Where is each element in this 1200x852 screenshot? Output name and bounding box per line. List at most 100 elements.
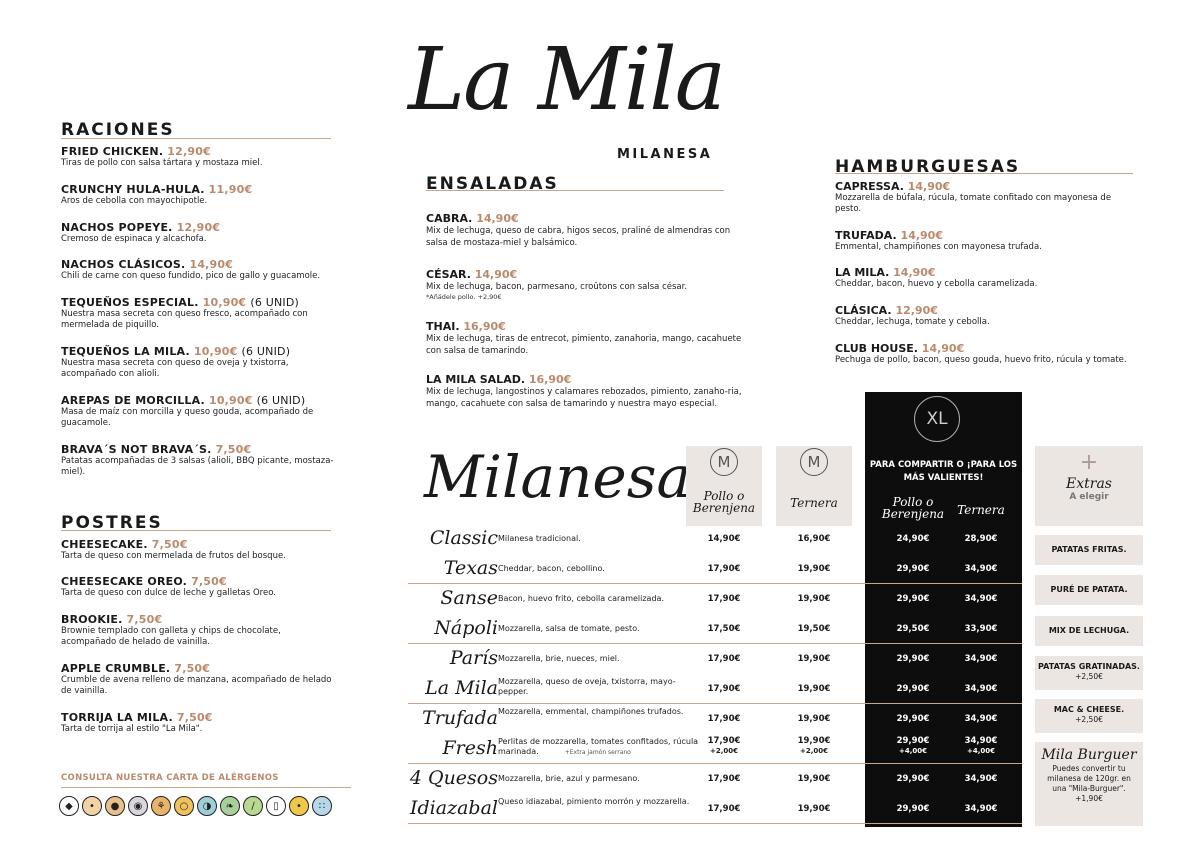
row-price-xl1: 29,50€: [896, 624, 930, 634]
postre-item: APPLE CRUMBLE. 7,50€ Crumble de avena re…: [61, 662, 332, 696]
extras-title: Extras: [1066, 476, 1112, 492]
milanesa-row: Classic Milanesa tradicional. 14,90€ 16,…: [408, 524, 1022, 554]
extra-item: PATATAS FRITAS.: [1035, 535, 1143, 565]
logo-subtitle: MILANESA: [617, 147, 713, 162]
xl-badge: XL: [914, 396, 960, 442]
mollusc-icon: ◉: [128, 796, 148, 816]
postre-item: BROOKIE. 7,50€ Brownie templado con gall…: [61, 613, 281, 647]
row-price-xl2: 34,90€: [964, 564, 998, 574]
row-price-xl2: 34,90€: [964, 654, 998, 664]
row-price-xl2: 33,90€: [964, 624, 998, 634]
row-price-m1: 17,90€: [707, 684, 741, 694]
row-price-xl2: 28,90€: [964, 534, 998, 544]
row-name: Trufada: [422, 707, 498, 729]
gluten-icon: ⚘: [151, 796, 171, 816]
racion-item: TEQUEÑOS LA MILA. 10,90€ (6 UNID) Nuestr…: [61, 345, 291, 379]
row-price-xl1: 24,90€: [896, 534, 930, 544]
allergen-rule: [61, 787, 351, 788]
postre-item: CHEESECAKE. 7,50€ Tarta de queso con mer…: [61, 538, 286, 561]
row-price-m2: 19,90€: [797, 774, 831, 784]
row-price-xl2: 34,90€+4,00€: [964, 736, 998, 755]
milanesa-row: París Mozzarella, brie, nueces, miel. 17…: [408, 644, 1022, 674]
ensaladas-rule: [426, 190, 724, 191]
salad-item: LA MILA SALAD. 16,90€ Mix de lechuga, la…: [426, 373, 742, 409]
row-price-xl1: 29,90€: [896, 804, 930, 814]
row-price-xl2: 34,90€: [964, 774, 998, 784]
row-rule: [408, 583, 1022, 584]
row-name: Texas: [443, 557, 498, 579]
col-m1-badge: M: [710, 448, 738, 476]
row-name: Nápoli: [434, 617, 498, 639]
row-desc-text: Perlitas de mozzarella, tomates confitad…: [498, 737, 699, 756]
row-price-xl2: 34,90€: [964, 594, 998, 604]
row-price-m1: 17,50€: [707, 624, 741, 634]
row-price-m1: 17,90€: [707, 804, 741, 814]
plus-icon: +: [1079, 450, 1099, 475]
postres-heading: POSTRES: [61, 513, 163, 533]
postre-item: TORRIJA LA MILA. 7,50€ Tarta de torrija …: [61, 711, 213, 734]
row-name: París: [449, 647, 498, 669]
row-rule: [408, 763, 1022, 764]
sesame-icon: ∷: [312, 796, 332, 816]
celery-icon: ∕: [243, 796, 263, 816]
col-m2-badge: M: [800, 448, 828, 476]
row-name: Idiazabal: [410, 797, 498, 819]
fish-icon: ◆: [59, 796, 79, 816]
milanesa-row: Idiazabal Queso idiazabal, pimiento morr…: [408, 794, 1022, 824]
row-extra: +Extra jamón serrano: [564, 749, 631, 756]
row-price-xl2: 34,90€: [964, 714, 998, 724]
col-xl1-label: Pollo o Berenjena: [881, 495, 945, 521]
row-price-xl1: 29,90€: [896, 684, 930, 694]
row-price-xl1: 29,90€: [896, 714, 930, 724]
milanesa-row: La Mila Mozzarella, queso de oveja, txis…: [408, 674, 1022, 704]
racion-item: NACHOS POPEYE. 12,90€ Cremoso de espinac…: [61, 221, 221, 244]
row-price-m2: 19,90€+2,00€: [797, 736, 831, 755]
burger-item: CAPRESSA. 14,90€ Mozzarella de búfala, r…: [835, 180, 1112, 214]
row-rule: [408, 643, 1022, 644]
raciones-rule: [61, 138, 331, 139]
row-price-xl1: 29,90€: [896, 564, 930, 574]
peanut-icon: ●: [105, 796, 125, 816]
extra-item: PURÉ DE PATATA.: [1035, 575, 1143, 605]
salad-item: CÉSAR. 14,90€ Mix de lechuga, bacon, par…: [426, 268, 688, 301]
extra-item: MAC & CHEESE. +2,50€: [1035, 699, 1143, 733]
allergen-note: CONSULTA NUESTRA CARTA DE ALÉRGENOS: [61, 773, 279, 783]
row-price-m2: 19,90€: [797, 804, 831, 814]
milk-icon: ▯: [266, 796, 286, 816]
milanesa-row: Nápoli Mozzarella, salsa de tomate, pest…: [408, 614, 1022, 644]
racion-item: NACHOS CLÁSICOS. 14,90€ Chili de carne c…: [61, 258, 321, 281]
racion-item: CRUNCHY HULA-HULA. 11,90€ Aros de ceboll…: [61, 183, 253, 206]
postre-item: CHEESECAKE OREO. 7,50€ Tarta de queso co…: [61, 575, 276, 598]
row-price-m1: 17,90€: [707, 654, 741, 664]
row-price-m1: 14,90€: [707, 534, 741, 544]
salad-item: CABRA. 14,90€ Mix de lechuga, queso de c…: [426, 212, 731, 248]
row-rule: [408, 703, 1022, 704]
row-desc: Queso idiazabal, pimiento morrón y mozza…: [498, 797, 690, 806]
racion-item: BRAVA´S NOT BRAVA´S. 7,50€ Patatas acomp…: [61, 443, 334, 477]
milanesa-row: Sanse Bacon, huevo frito, cebolla carame…: [408, 584, 1022, 614]
milanesa-row: Trufada Mozzarella, emmental, champiñone…: [408, 704, 1022, 734]
row-name: Sanse: [440, 587, 498, 609]
row-price-xl1: 29,90€: [896, 774, 930, 784]
row-desc: Mozzarella, emmental, champiñones trufad…: [498, 707, 684, 716]
mila-burguer-price: +1,90€: [1075, 794, 1103, 803]
burger-item: LA MILA. 14,90€ Cheddar, bacon, huevo y …: [835, 266, 1038, 289]
burger-item: CLÁSICA. 12,90€ Cheddar, lechuga, tomate…: [835, 304, 990, 327]
row-price-m2: 16,90€: [797, 534, 831, 544]
shellfish-icon: ◑: [197, 796, 217, 816]
row-price-m1: 17,90€: [707, 594, 741, 604]
racion-item: AREPAS DE MORCILLA. 10,90€ (6 UNID) Masa…: [61, 394, 314, 428]
burger-item: CLUB HOUSE. 14,90€ Pechuga de pollo, bac…: [835, 342, 1127, 365]
mila-burguer-text: Puedes convertir tu milanesa de 120gr. e…: [1047, 764, 1131, 793]
row-price-m2: 19,90€: [797, 564, 831, 574]
crustacean-icon: •: [82, 796, 102, 816]
row-price-m2: 19,50€: [797, 624, 831, 634]
hamburguesas-heading: HAMBURGUESAS: [835, 157, 1021, 177]
mila-burguer-title: Mila Burguer: [1041, 747, 1137, 763]
hamburguesas-rule: [835, 173, 1133, 174]
salad-item: THAI. 16,90€ Mix de lechuga, tiras de en…: [426, 320, 742, 356]
extras-header-card: + Extras A elegir: [1035, 446, 1143, 526]
row-price-xl2: 34,90€: [964, 684, 998, 694]
extra-item: PATATAS GRATINADAS. +2,50€: [1035, 656, 1143, 690]
postres-rule: [61, 530, 331, 531]
